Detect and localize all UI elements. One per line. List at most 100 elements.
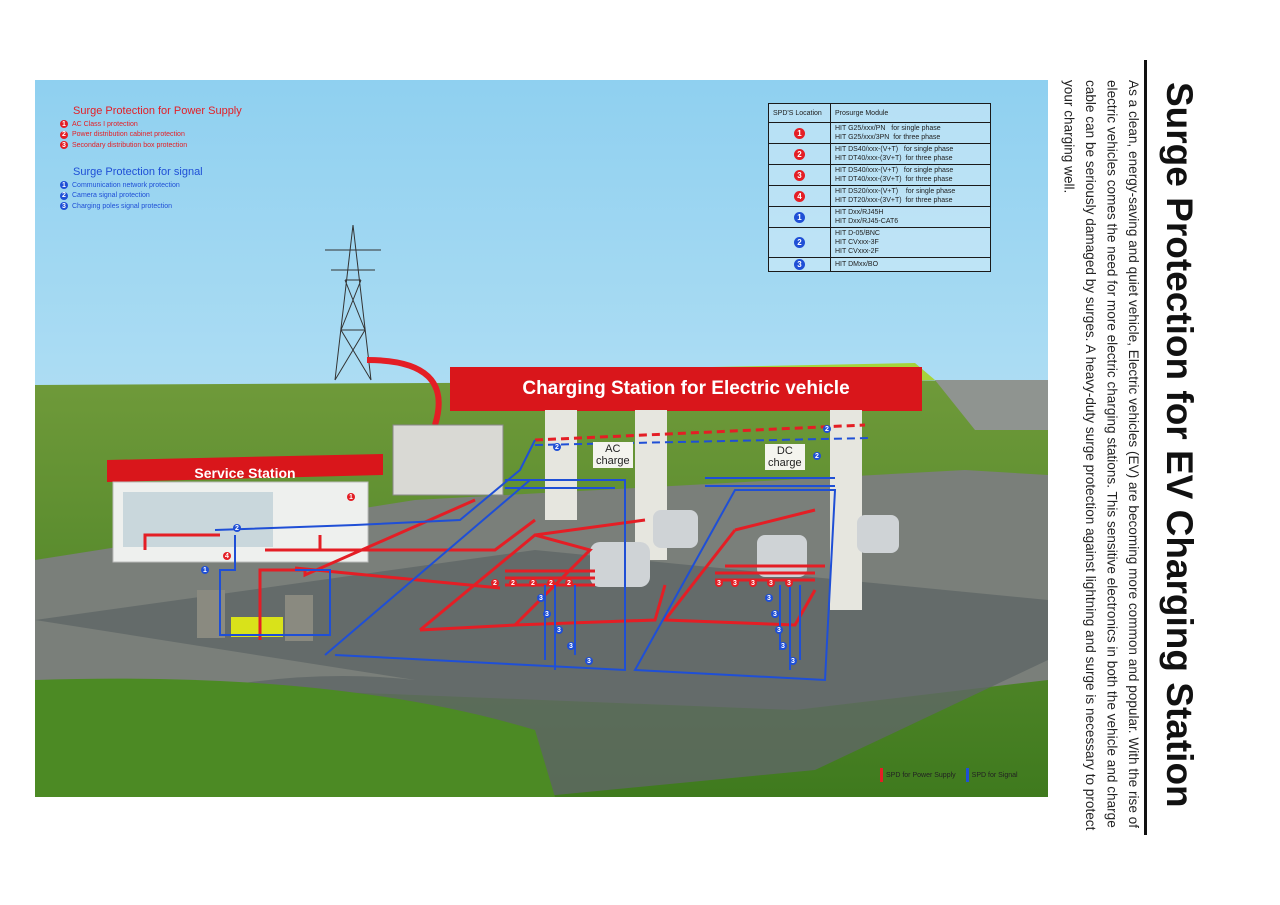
pillar — [545, 410, 577, 520]
service-windows — [123, 492, 273, 547]
number-badge: 1 — [794, 127, 805, 139]
spd-marker: 3 — [731, 579, 739, 587]
legend-item-label: Charging poles signal protection — [72, 202, 173, 210]
module-line: HIT DS40/xxx-(V+T) for single phase — [835, 146, 954, 153]
module-line: HIT DMxx/BO — [835, 261, 879, 268]
legend-item-label: Communication network protection — [72, 181, 180, 189]
module-line: HIT DS40/xxx-(V+T) for single phase — [835, 167, 954, 174]
number-badge: 1 — [794, 211, 805, 223]
tank — [285, 595, 313, 641]
table-cell-location: 2 — [768, 227, 831, 258]
legend-item-label: Camera signal protection — [72, 192, 150, 200]
spd-marker: 2 — [529, 579, 537, 587]
number-badge: 1 — [60, 181, 68, 190]
module-line: HIT Dxx/RJ45H — [835, 209, 884, 216]
description-text: As a clean, energy-saving and quiet vehi… — [1061, 80, 1142, 831]
page-title: Surge Protection for EV Charging Station — [1144, 60, 1201, 835]
table-row: 1 HIT Dxx/RJ45H HIT Dxx/RJ45-CAT6 — [768, 206, 991, 228]
far-road — [935, 380, 1048, 430]
spd-marker: 2 — [491, 579, 499, 587]
bottom-legend: SPD for Power Supply SPD for Signal — [880, 768, 1018, 782]
table-cell-location: 1 — [768, 122, 831, 144]
table-cell-location: 1 — [768, 206, 831, 228]
table-header-location: SPD'S Location — [768, 103, 831, 123]
ac-label-line: charge — [596, 455, 630, 467]
spd-marker: 2 — [823, 425, 831, 433]
spd-marker: 3 — [785, 579, 793, 587]
number-badge: 3 — [794, 259, 805, 270]
table-cell-location: 3 — [768, 257, 831, 272]
legend-spd-signal-label: SPD for Signal — [971, 771, 1018, 779]
legend-spd-signal: SPD for Signal — [965, 768, 1018, 782]
module-line: HIT Dxx/RJ45-CAT6 — [835, 218, 899, 225]
module-line: HIT G25/xxx/3PN for three phase — [835, 134, 941, 141]
module-line: HIT DT40/xxx-(3V+T) for three phase — [835, 155, 953, 162]
table-cell-module: HIT DMxx/BO — [830, 257, 991, 272]
spd-marker: 3 — [767, 579, 775, 587]
legend-item: 2 Power distribution cabinet protection — [60, 130, 242, 141]
spd-marker: 3 — [765, 594, 773, 602]
spd-marker: 3 — [537, 594, 545, 602]
spd-marker: 2 — [553, 443, 561, 451]
dc-label-line: DC — [776, 445, 793, 457]
power-feed-line — [366, 357, 442, 426]
spd-marker: 2 — [813, 452, 821, 460]
spd-marker: 3 — [555, 626, 563, 634]
spd-marker: 3 — [543, 610, 551, 618]
legend-spd-power: SPD for Power Supply — [880, 768, 956, 782]
legend-spd-power-label: SPD for Power Supply — [886, 771, 956, 779]
tank-base — [231, 617, 283, 637]
pillar — [830, 410, 862, 610]
spd-marker: 3 — [567, 642, 575, 650]
legend-item-label: Power distribution cabinet protection — [72, 131, 185, 139]
service-roof — [107, 454, 383, 482]
number-badge: 2 — [794, 148, 805, 160]
module-line: HIT CVxxx-2F — [835, 248, 879, 255]
number-badge: 1 — [60, 120, 68, 129]
spd-marker: 2 — [509, 579, 517, 587]
distribution-cabinet — [392, 424, 504, 496]
spd-marker: 3 — [715, 579, 723, 587]
number-badge: 2 — [60, 130, 68, 139]
number-badge: 3 — [60, 141, 68, 150]
module-line: HIT D-05/BNC — [835, 230, 880, 237]
legend-signal: Surge Protection for signal 1 Communicati… — [60, 166, 203, 212]
module-line: HIT DT20/xxx-(3V+T) for three phase — [835, 197, 953, 204]
legend-power-title: Surge Protection for Power Supply — [73, 105, 242, 117]
legend-item: 1 Communication network protection — [60, 180, 203, 191]
spd-marker: 2 — [565, 579, 573, 587]
module-line: HIT DS20/xxx-(V+T) for single phase — [835, 188, 956, 195]
legend-item-label: AC Class I protection — [72, 120, 138, 128]
number-badge: 4 — [794, 190, 805, 202]
table-cell-module: HIT Dxx/RJ45H HIT Dxx/RJ45-CAT6 — [830, 206, 991, 228]
service-station-label: Service Station — [194, 465, 296, 481]
signal-cables — [214, 437, 871, 682]
spd-power-icon — [880, 768, 883, 782]
description-panel: Surge Protection for EV Charging Station… — [1058, 60, 1201, 840]
legend-signal-title: Surge Protection for signal — [73, 166, 203, 178]
spd-marker: 3 — [749, 579, 757, 587]
transmission-tower — [325, 224, 381, 381]
spd-marker: 2 — [547, 579, 555, 587]
table-cell-location: 3 — [768, 164, 831, 186]
spd-marker: 3 — [771, 610, 779, 618]
legend-item: 2 Camera signal protection — [60, 191, 203, 202]
dc-label-line: charge — [768, 457, 802, 469]
number-badge: 2 — [794, 237, 805, 248]
scene-illustration: Surge Protection for Power Supply 1 AC Cl… — [35, 80, 1048, 797]
spd-marker: 1 — [347, 493, 355, 501]
number-badge: 2 — [60, 191, 68, 200]
spd-marker: 3 — [779, 642, 787, 650]
